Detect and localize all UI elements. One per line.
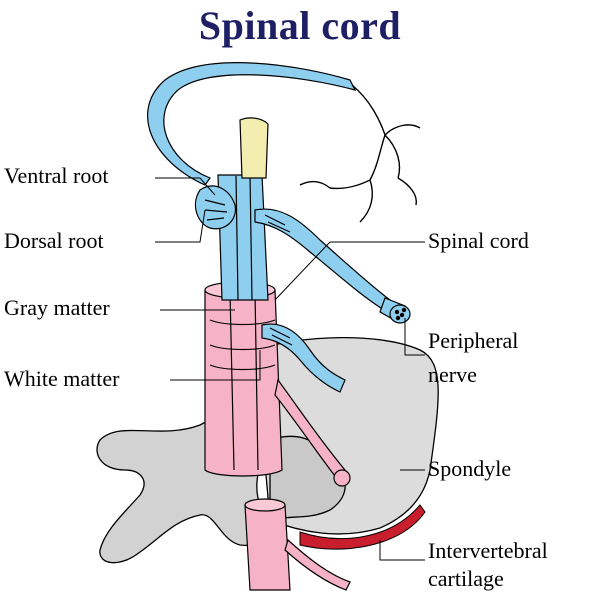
label-dorsal-root: Dorsal root	[4, 228, 104, 253]
leader-dorsal-root	[155, 209, 206, 243]
label-ventral-root: Ventral root	[4, 163, 109, 188]
intervertebral-disc	[299, 504, 426, 550]
leader-intervertebral	[379, 540, 425, 561]
leader-white-matter	[170, 350, 261, 381]
leader-ventral-root	[155, 177, 216, 196]
page-title: Spinal cord	[198, 3, 402, 48]
lower-nerve-branch	[261, 323, 346, 393]
label-white-matter: White matter	[4, 366, 120, 391]
nerve-loop	[147, 62, 357, 186]
label-intervertebral-line1: Intervertebral	[428, 538, 548, 563]
leader-spinal-cord	[274, 241, 425, 301]
label-peripheral-line2: nerve	[428, 362, 477, 387]
ventral-root-ganglion	[195, 185, 237, 230]
label-peripheral-line1: Peripheral	[428, 328, 519, 353]
peripheral-nerve	[254, 208, 411, 324]
label-gray-matter: Gray matter	[4, 295, 110, 320]
leader-lines	[155, 177, 425, 561]
label-spondyle: Spondyle	[428, 456, 512, 481]
leader-peripheral-nerve	[404, 318, 425, 356]
label-spinal-cord: Spinal cord	[428, 228, 529, 253]
nerve-branches	[299, 84, 421, 223]
lower-cord-segment	[244, 498, 351, 591]
label-intervertebral-line2: cartilage	[428, 566, 504, 591]
